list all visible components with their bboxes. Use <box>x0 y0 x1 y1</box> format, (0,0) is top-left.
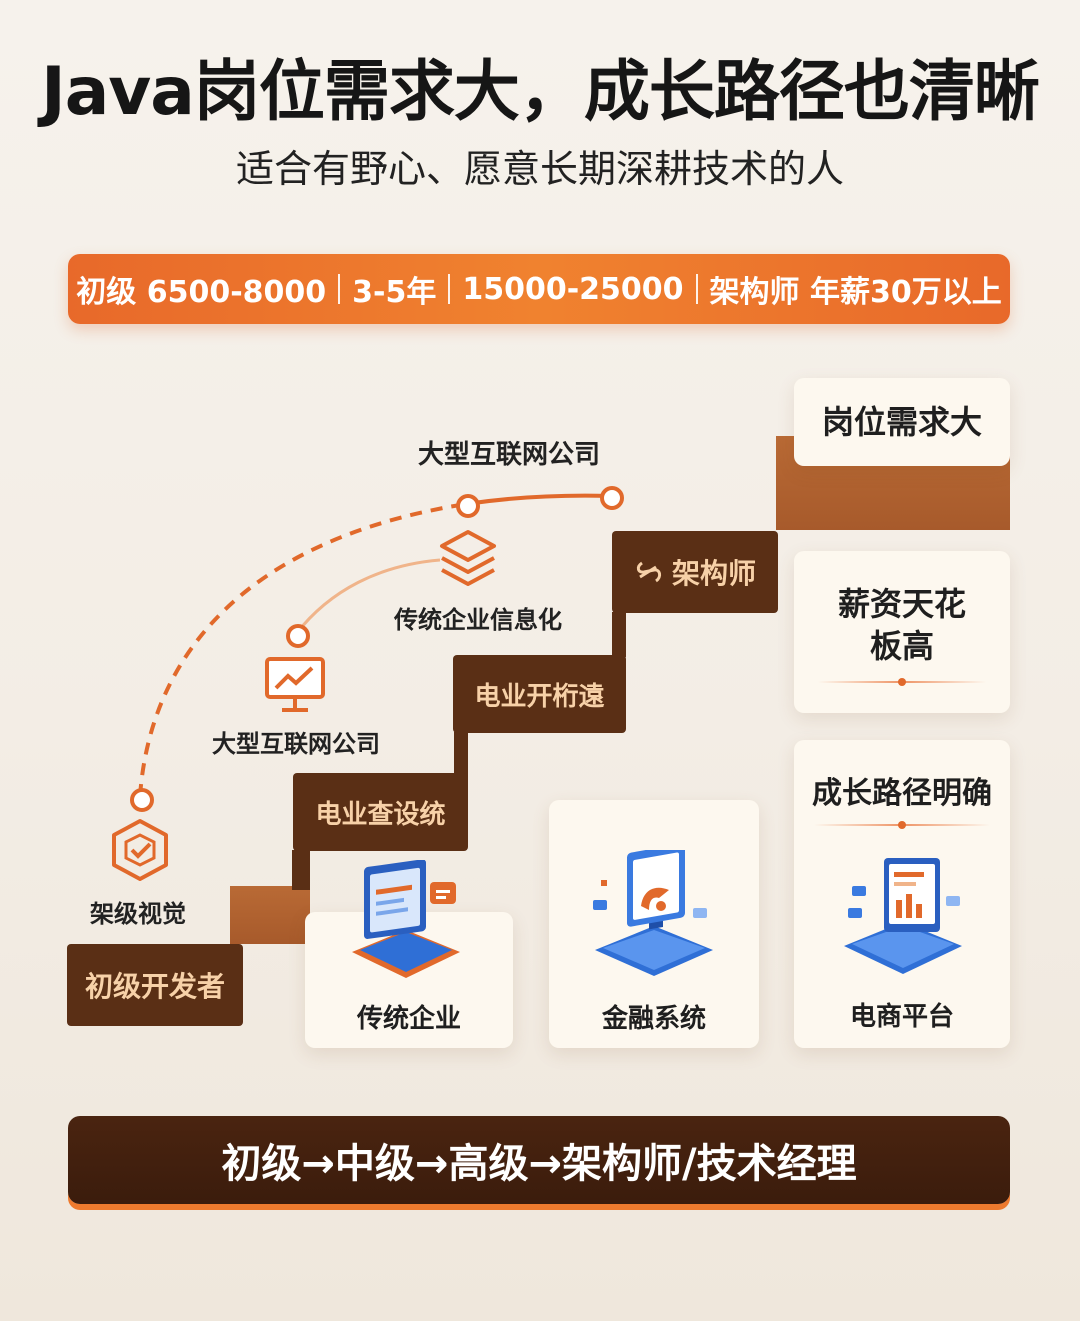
salary-bar: 初级 6500-8000 3-5年 15000-25000 架构师 年薪30万以… <box>68 254 1010 324</box>
finance-monitor-icon <box>593 850 713 976</box>
card-salary-line1: 薪资天花 <box>837 585 966 623</box>
card-salary-line2: 板高 <box>869 627 934 665</box>
career-progression-bar: 初级→中级→高级→架构师/技术经理 <box>68 1116 1010 1204</box>
card-finance-label: 金融系统 <box>601 1004 706 1034</box>
chart-monitor-icon <box>265 657 325 712</box>
path-dot <box>130 788 154 812</box>
path-dot <box>600 486 624 510</box>
link-icon <box>636 561 662 583</box>
page-title: Java岗位需求大，成长路径也清晰 <box>41 53 1040 130</box>
salary-architect: 架构师 年薪30万以上 <box>709 275 1002 310</box>
card-divider-dot <box>898 821 906 829</box>
path-label-bottom: 架级视觉 <box>90 900 186 928</box>
path-label-left: 大型互联网公司 <box>212 730 380 758</box>
card-salary: 薪资天花 板高 <box>794 551 1010 713</box>
step-architect-label: 架构师 <box>671 557 756 590</box>
step-level-3: 电业开桁遠 <box>453 655 626 733</box>
step-junior-developer: 初级开发者 <box>67 944 243 1026</box>
stair-riser <box>230 886 310 944</box>
card-divider-dot <box>898 678 906 686</box>
salary-mid: 15000-25000 <box>462 271 684 307</box>
card-growth-label: 成长路径明确 <box>812 776 992 811</box>
stack-layers-icon <box>440 530 496 586</box>
path-dot <box>456 494 480 518</box>
ecommerce-dashboard-icon <box>844 858 962 974</box>
path-label-mid: 传统企业信息化 <box>394 606 562 634</box>
step-level-2: 电业查设统 <box>293 773 468 851</box>
salary-junior: 初级 6500-8000 <box>76 275 327 310</box>
salary-years: 3-5年 <box>352 275 437 310</box>
path-dot <box>286 624 310 648</box>
page-subtitle: 适合有野心、愿意长期深耕技术的人 <box>235 147 844 191</box>
card-growth: 成长路径明确 电商平台 <box>794 740 1010 1048</box>
salary-separator <box>338 274 341 304</box>
salary-separator <box>448 274 451 304</box>
hexagon-box-icon <box>112 819 168 881</box>
card-ecommerce-label: 电商平台 <box>849 1002 954 1032</box>
stair-riser <box>612 612 626 657</box>
step-architect: 架构师 <box>612 531 778 613</box>
laptop-document-icon <box>352 860 460 978</box>
path-label-top: 大型互联网公司 <box>418 440 601 470</box>
card-traditional-label: 传统企业 <box>356 1004 461 1034</box>
card-finance: 金融系统 <box>549 800 759 1048</box>
stair-riser <box>454 732 468 778</box>
stair-riser <box>292 850 310 890</box>
salary-separator <box>695 274 698 304</box>
card-demand: 岗位需求大 <box>794 378 1010 466</box>
card-demand-label: 岗位需求大 <box>821 403 982 441</box>
